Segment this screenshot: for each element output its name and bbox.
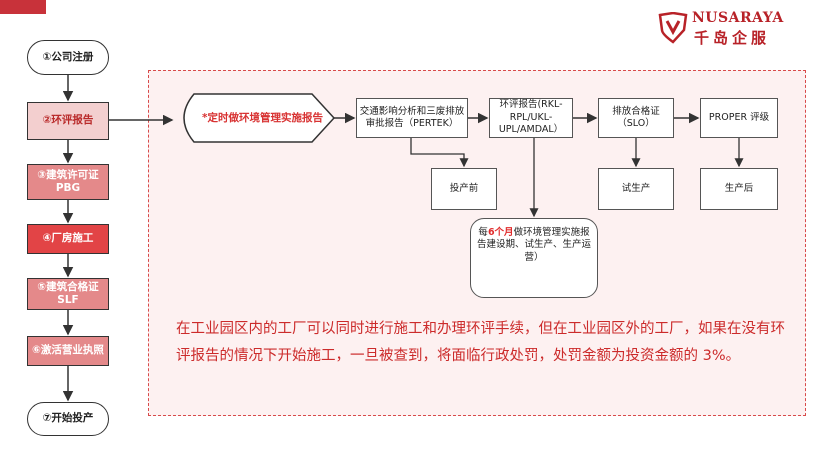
regulation-note: 在工业园区内的工厂可以同时进行施工和办理环评手续，但在工业园区外的工厂，如果在没…	[176, 321, 785, 364]
step-company-registration: ①公司注册	[27, 40, 109, 75]
brand-logo: NUSARAYA 千岛企服	[658, 10, 824, 48]
callout-suffix: 做环境管理实施报告建设期、试生产、生产运营）	[477, 227, 592, 263]
eia-node: 环评报告(RKL-RPL/UKL-UPL/AMDAL）	[489, 98, 573, 138]
periodic-report-shape	[183, 93, 336, 143]
traffic-impact-node: 交通影响分析和三废排放审批报告（PERTEK）	[356, 98, 468, 138]
proper-node: PROPER 评级	[700, 98, 778, 138]
post-production-node: 生产后	[700, 168, 778, 210]
pre-production-node: 投产前	[431, 168, 497, 210]
brand-name-cn: 千岛企服	[694, 29, 771, 47]
callout-prefix: 每	[478, 227, 488, 238]
step-eia-report: ②环评报告	[27, 102, 109, 140]
step-building-certificate: ⑤建筑合格证 SLF	[27, 278, 109, 310]
periodic-report-label: *定时做环境管理实施报告	[202, 112, 323, 124]
slo-node: 排放合格证（SLO）	[598, 98, 674, 138]
step-start-production: ⑦开始投产	[27, 402, 109, 436]
six-month-report-callout: 每6个月做环境管理实施报告建设期、试生产、生产运营）	[470, 218, 598, 298]
callout-highlight: 6个月	[487, 227, 514, 238]
brand-name-en: NUSARAYA	[692, 10, 784, 26]
step-building-permit: ③建筑许可证 PBG	[27, 164, 109, 200]
step-activate-license: ⑥激活营业执照	[27, 336, 109, 366]
corner-accent	[0, 0, 46, 14]
shield-logo-icon	[658, 12, 688, 44]
step-factory-construction: ④厂房施工	[27, 224, 109, 254]
trial-production-node: 试生产	[598, 168, 674, 210]
